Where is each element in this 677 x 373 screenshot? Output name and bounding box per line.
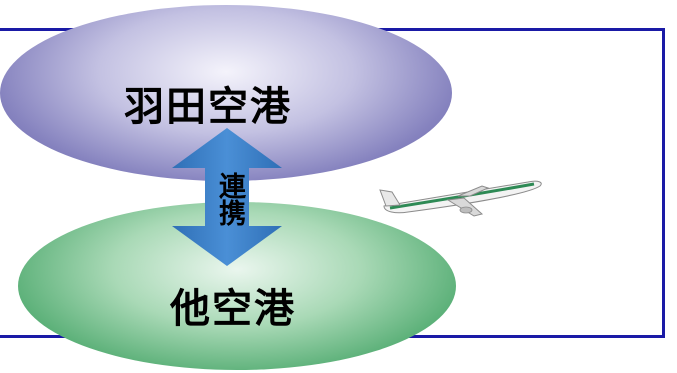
other-airports-label: 他空港 bbox=[170, 286, 296, 332]
link-label: 連携 bbox=[214, 172, 245, 226]
double-arrow-shape bbox=[172, 128, 282, 266]
airplane-icon bbox=[379, 180, 542, 217]
double-arrow-icon bbox=[172, 128, 282, 266]
haneda-airport-label: 羽田空港 bbox=[124, 84, 292, 130]
